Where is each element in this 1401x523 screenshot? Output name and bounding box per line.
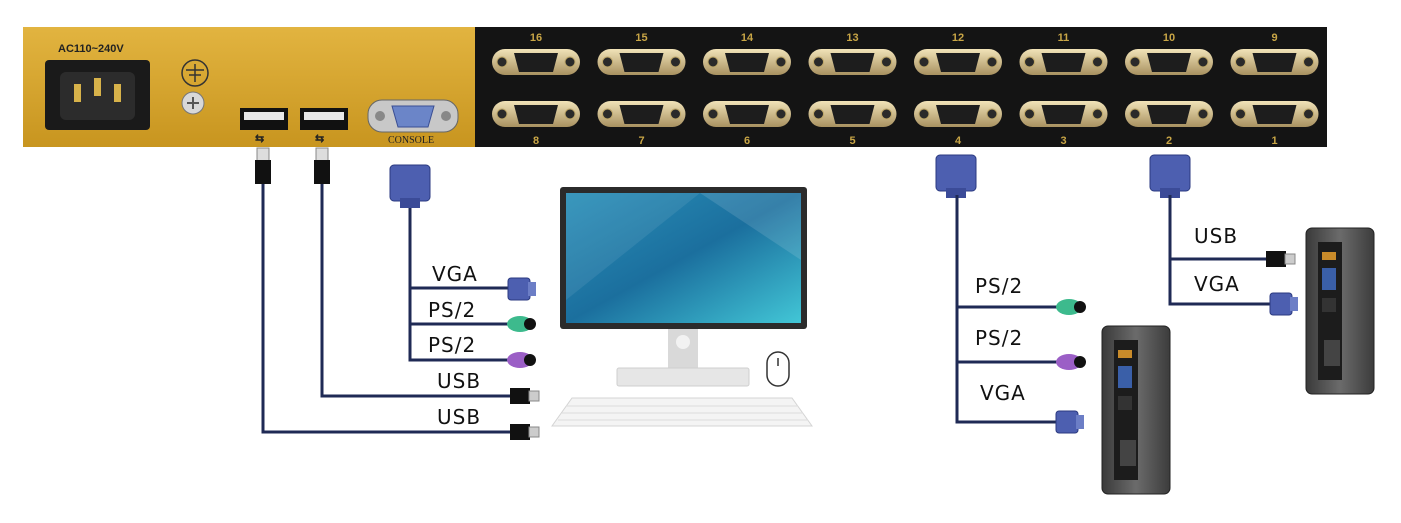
- console-label: CONSOLE: [388, 135, 434, 146]
- computer-port-15: 15: [597, 32, 686, 75]
- ps2-green-connector-icon: [1056, 299, 1086, 315]
- computer-port-13: 13: [808, 32, 897, 75]
- computer-port-5: 5: [808, 101, 897, 147]
- server-b-usb-label: USB: [1194, 224, 1238, 248]
- usb-connector-icon: [510, 424, 540, 440]
- vga-connector-icon: [1055, 410, 1084, 434]
- ps2-green-connector-icon: [507, 316, 536, 332]
- panel-black-section: [475, 27, 1327, 147]
- server-a-vga-label: VGA: [980, 381, 1026, 405]
- computer-port-9: 9: [1230, 32, 1319, 75]
- svg-text:⇆: ⇆: [255, 133, 264, 145]
- server-tower-icon: [1101, 325, 1171, 495]
- computer-port-10: 10: [1125, 32, 1213, 75]
- port-number-label: 12: [952, 32, 964, 44]
- server-tower-icon: [1305, 227, 1375, 395]
- panel-usb-port-2: ⇆: [300, 108, 348, 145]
- vga-plug-icon: [389, 164, 431, 208]
- vga-connector-icon: [1269, 292, 1298, 316]
- console-usb-label-1: USB: [437, 369, 481, 393]
- ps2-purple-connector-icon: [507, 352, 536, 368]
- ground-screw-icon: [181, 91, 205, 115]
- port-number-label: 2: [1166, 135, 1172, 147]
- mouse-icon: [766, 351, 790, 387]
- server-b-cables: [1168, 195, 1272, 306]
- vga-connector-icon: [507, 277, 536, 301]
- usb-plug-icon: [255, 147, 271, 184]
- usb-connector-icon: [510, 388, 540, 404]
- panel-usb-port-1: ⇆: [240, 108, 288, 145]
- port-number-label: 9: [1271, 32, 1277, 44]
- computer-port-14: 14: [703, 32, 791, 75]
- keyboard-icon: [551, 397, 813, 427]
- computer-ports: 16 15 14 13 12 11 10 9 8 7 6 5 4 3 2 1: [492, 32, 1319, 147]
- ground-symbol-icon: [181, 59, 209, 87]
- computer-port-11: 11: [1019, 32, 1108, 75]
- port-number-label: 5: [849, 135, 855, 147]
- computer-port-8: 8: [492, 101, 580, 147]
- computer-port-4: 4: [914, 101, 1002, 147]
- computer-port-3: 3: [1019, 101, 1108, 147]
- port-number-label: 7: [638, 135, 644, 147]
- console-ps2-label-1: PS/2: [428, 298, 476, 322]
- ps2-purple-connector-icon: [1056, 354, 1086, 370]
- power-label: AC110~240V: [58, 43, 124, 55]
- server-a-ps2-label-2: PS/2: [975, 326, 1023, 350]
- port-number-label: 8: [533, 135, 539, 147]
- computer-port-16: 16: [492, 32, 580, 75]
- usb-connector-icon: [1266, 251, 1296, 267]
- port-number-label: 14: [741, 32, 754, 44]
- console-cables: [261, 178, 512, 434]
- port-number-label: 13: [846, 32, 858, 44]
- computer-port-2: 2: [1125, 101, 1213, 147]
- port-number-label: 1: [1271, 135, 1277, 147]
- computer-port-12: 12: [914, 32, 1002, 75]
- svg-text:⇆: ⇆: [315, 133, 324, 145]
- usb-plug-icon: [314, 147, 330, 184]
- vga-plug-icon: [1149, 154, 1191, 198]
- server-b-vga-label: VGA: [1194, 272, 1240, 296]
- kvm-rear-panel: AC110~240V ⇆ ⇆: [23, 27, 1327, 147]
- computer-port-1: 1: [1230, 101, 1319, 147]
- port-number-label: 6: [744, 135, 750, 147]
- port-number-label: 3: [1060, 135, 1066, 147]
- vga-plug-icon: [935, 154, 977, 198]
- computer-port-6: 6: [703, 101, 791, 147]
- console-usb-label-2: USB: [437, 405, 481, 429]
- console-vga-port: [367, 99, 459, 133]
- computer-port-7: 7: [597, 101, 686, 147]
- server-a-ps2-label-1: PS/2: [975, 274, 1023, 298]
- server-a-cables: [955, 195, 1058, 424]
- console-vga-label: VGA: [432, 262, 478, 286]
- monitor-icon: [560, 187, 807, 387]
- power-inlet-icon: [45, 60, 150, 130]
- port-number-label: 15: [635, 32, 647, 44]
- port-number-label: 4: [955, 135, 962, 147]
- port-number-label: 11: [1058, 32, 1070, 44]
- port-number-label: 10: [1163, 32, 1175, 44]
- console-ps2-label-2: PS/2: [428, 333, 476, 357]
- port-number-label: 16: [530, 32, 542, 44]
